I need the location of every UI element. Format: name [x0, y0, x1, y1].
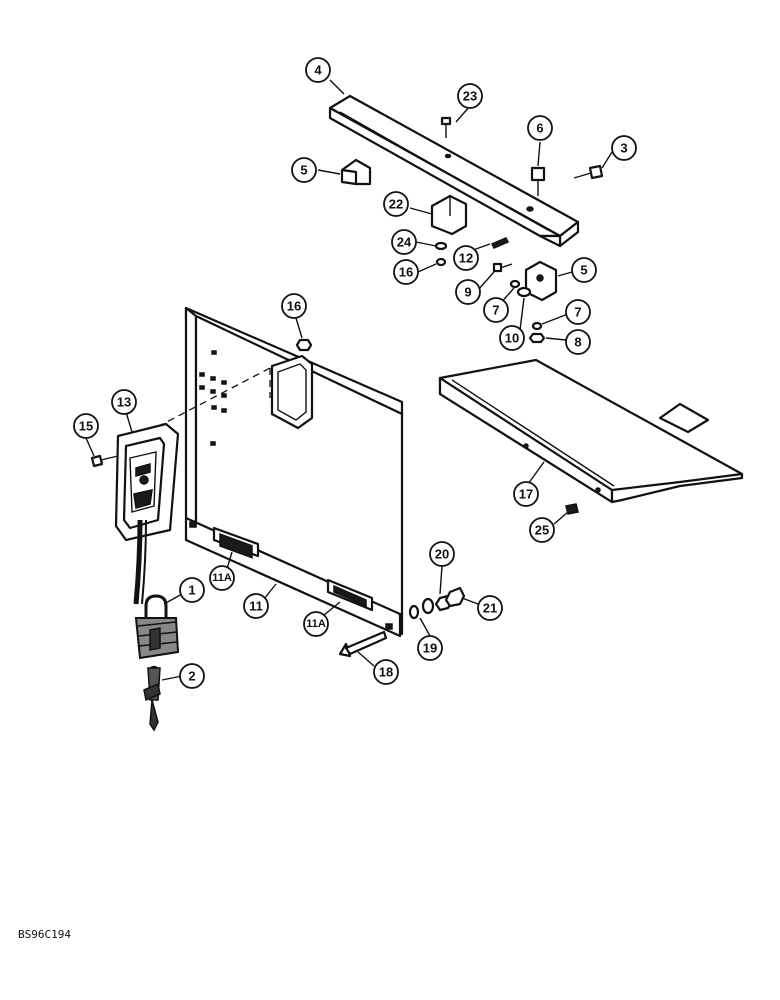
- svg-text:20: 20: [435, 547, 449, 562]
- callout-22: 22: [383, 191, 409, 217]
- svg-text:11A: 11A: [306, 618, 326, 630]
- svg-text:18: 18: [379, 665, 393, 680]
- bracket-5-right: [524, 260, 558, 302]
- hole-pattern: [199, 350, 227, 446]
- washers-nut: [408, 586, 466, 620]
- svg-text:12: 12: [459, 251, 473, 266]
- callout-18: 18: [373, 659, 399, 685]
- lanyard: [133, 519, 147, 605]
- svg-text:11: 11: [249, 599, 263, 614]
- mounting-bar: [328, 94, 580, 248]
- callout-2: 2: [179, 663, 205, 689]
- callout-17: 17: [513, 481, 539, 507]
- svg-text:22: 22: [389, 197, 403, 212]
- callout-13: 13: [111, 389, 137, 415]
- main-panel: [184, 306, 404, 638]
- bracket-22: [430, 194, 468, 236]
- callout-12: 12: [453, 245, 479, 271]
- callout-1: 1: [179, 577, 205, 603]
- svg-text:1: 1: [188, 583, 195, 598]
- svg-text:17: 17: [519, 487, 533, 502]
- svg-text:7: 7: [574, 305, 581, 320]
- nut-16-panel: [295, 338, 313, 352]
- callout-7-right: 7: [565, 299, 591, 325]
- hardware-small: [434, 237, 546, 344]
- callout-11a-right: 11A: [303, 611, 329, 637]
- svg-text:9: 9: [464, 285, 471, 300]
- svg-text:21: 21: [483, 601, 497, 616]
- callout-5-left: 5: [291, 157, 317, 183]
- svg-text:19: 19: [423, 641, 437, 656]
- keys: [143, 665, 161, 732]
- callout-3: 3: [611, 135, 637, 161]
- bolt-6: [530, 166, 546, 196]
- bolt-25: [565, 503, 579, 515]
- callout-25: 25: [529, 517, 555, 543]
- callout-11: 11: [243, 593, 269, 619]
- callout-19: 19: [417, 635, 443, 661]
- callout-11a-left: 11A: [209, 565, 235, 591]
- padlock: [134, 594, 180, 660]
- svg-text:3: 3: [620, 141, 627, 156]
- figure-reference-code: BS96C194: [18, 928, 71, 941]
- callout-23: 23: [457, 83, 483, 109]
- bolt-23: [440, 116, 452, 138]
- svg-text:6: 6: [536, 121, 543, 136]
- svg-text:5: 5: [580, 263, 587, 278]
- callout-16-panel: 16: [281, 293, 307, 319]
- callout-8: 8: [565, 329, 591, 355]
- svg-text:7: 7: [492, 303, 499, 318]
- callout-24: 24: [391, 229, 417, 255]
- svg-text:10: 10: [505, 331, 519, 346]
- svg-text:11A: 11A: [212, 572, 232, 584]
- callout-9: 9: [455, 279, 481, 305]
- svg-text:13: 13: [117, 395, 131, 410]
- bolt-18: [338, 630, 388, 658]
- svg-text:2: 2: [188, 669, 195, 684]
- svg-text:16: 16: [399, 265, 413, 280]
- svg-text:25: 25: [535, 523, 549, 538]
- svg-text:24: 24: [397, 235, 412, 250]
- callout-7-left: 7: [483, 297, 509, 323]
- leader-lines: [85, 79, 613, 681]
- callout-6: 6: [527, 115, 553, 141]
- callout-21: 21: [477, 595, 503, 621]
- callout-20: 20: [429, 541, 455, 567]
- callout-16-top: 16: [393, 259, 419, 285]
- callout-5-right: 5: [571, 257, 597, 283]
- bolt-15: [90, 454, 119, 468]
- svg-text:16: 16: [287, 299, 301, 314]
- callout-10: 10: [499, 325, 525, 351]
- svg-text:4: 4: [314, 63, 322, 78]
- svg-text:23: 23: [463, 89, 477, 104]
- callout-15: 15: [73, 413, 99, 439]
- bolt-3: [573, 164, 604, 180]
- bracket-5-left: [340, 158, 372, 186]
- svg-text:15: 15: [79, 419, 93, 434]
- callout-4: 4: [305, 57, 331, 83]
- svg-text:8: 8: [574, 335, 581, 350]
- seat-plate: [438, 358, 744, 504]
- latch-assembly: [114, 422, 180, 542]
- svg-text:5: 5: [300, 163, 307, 178]
